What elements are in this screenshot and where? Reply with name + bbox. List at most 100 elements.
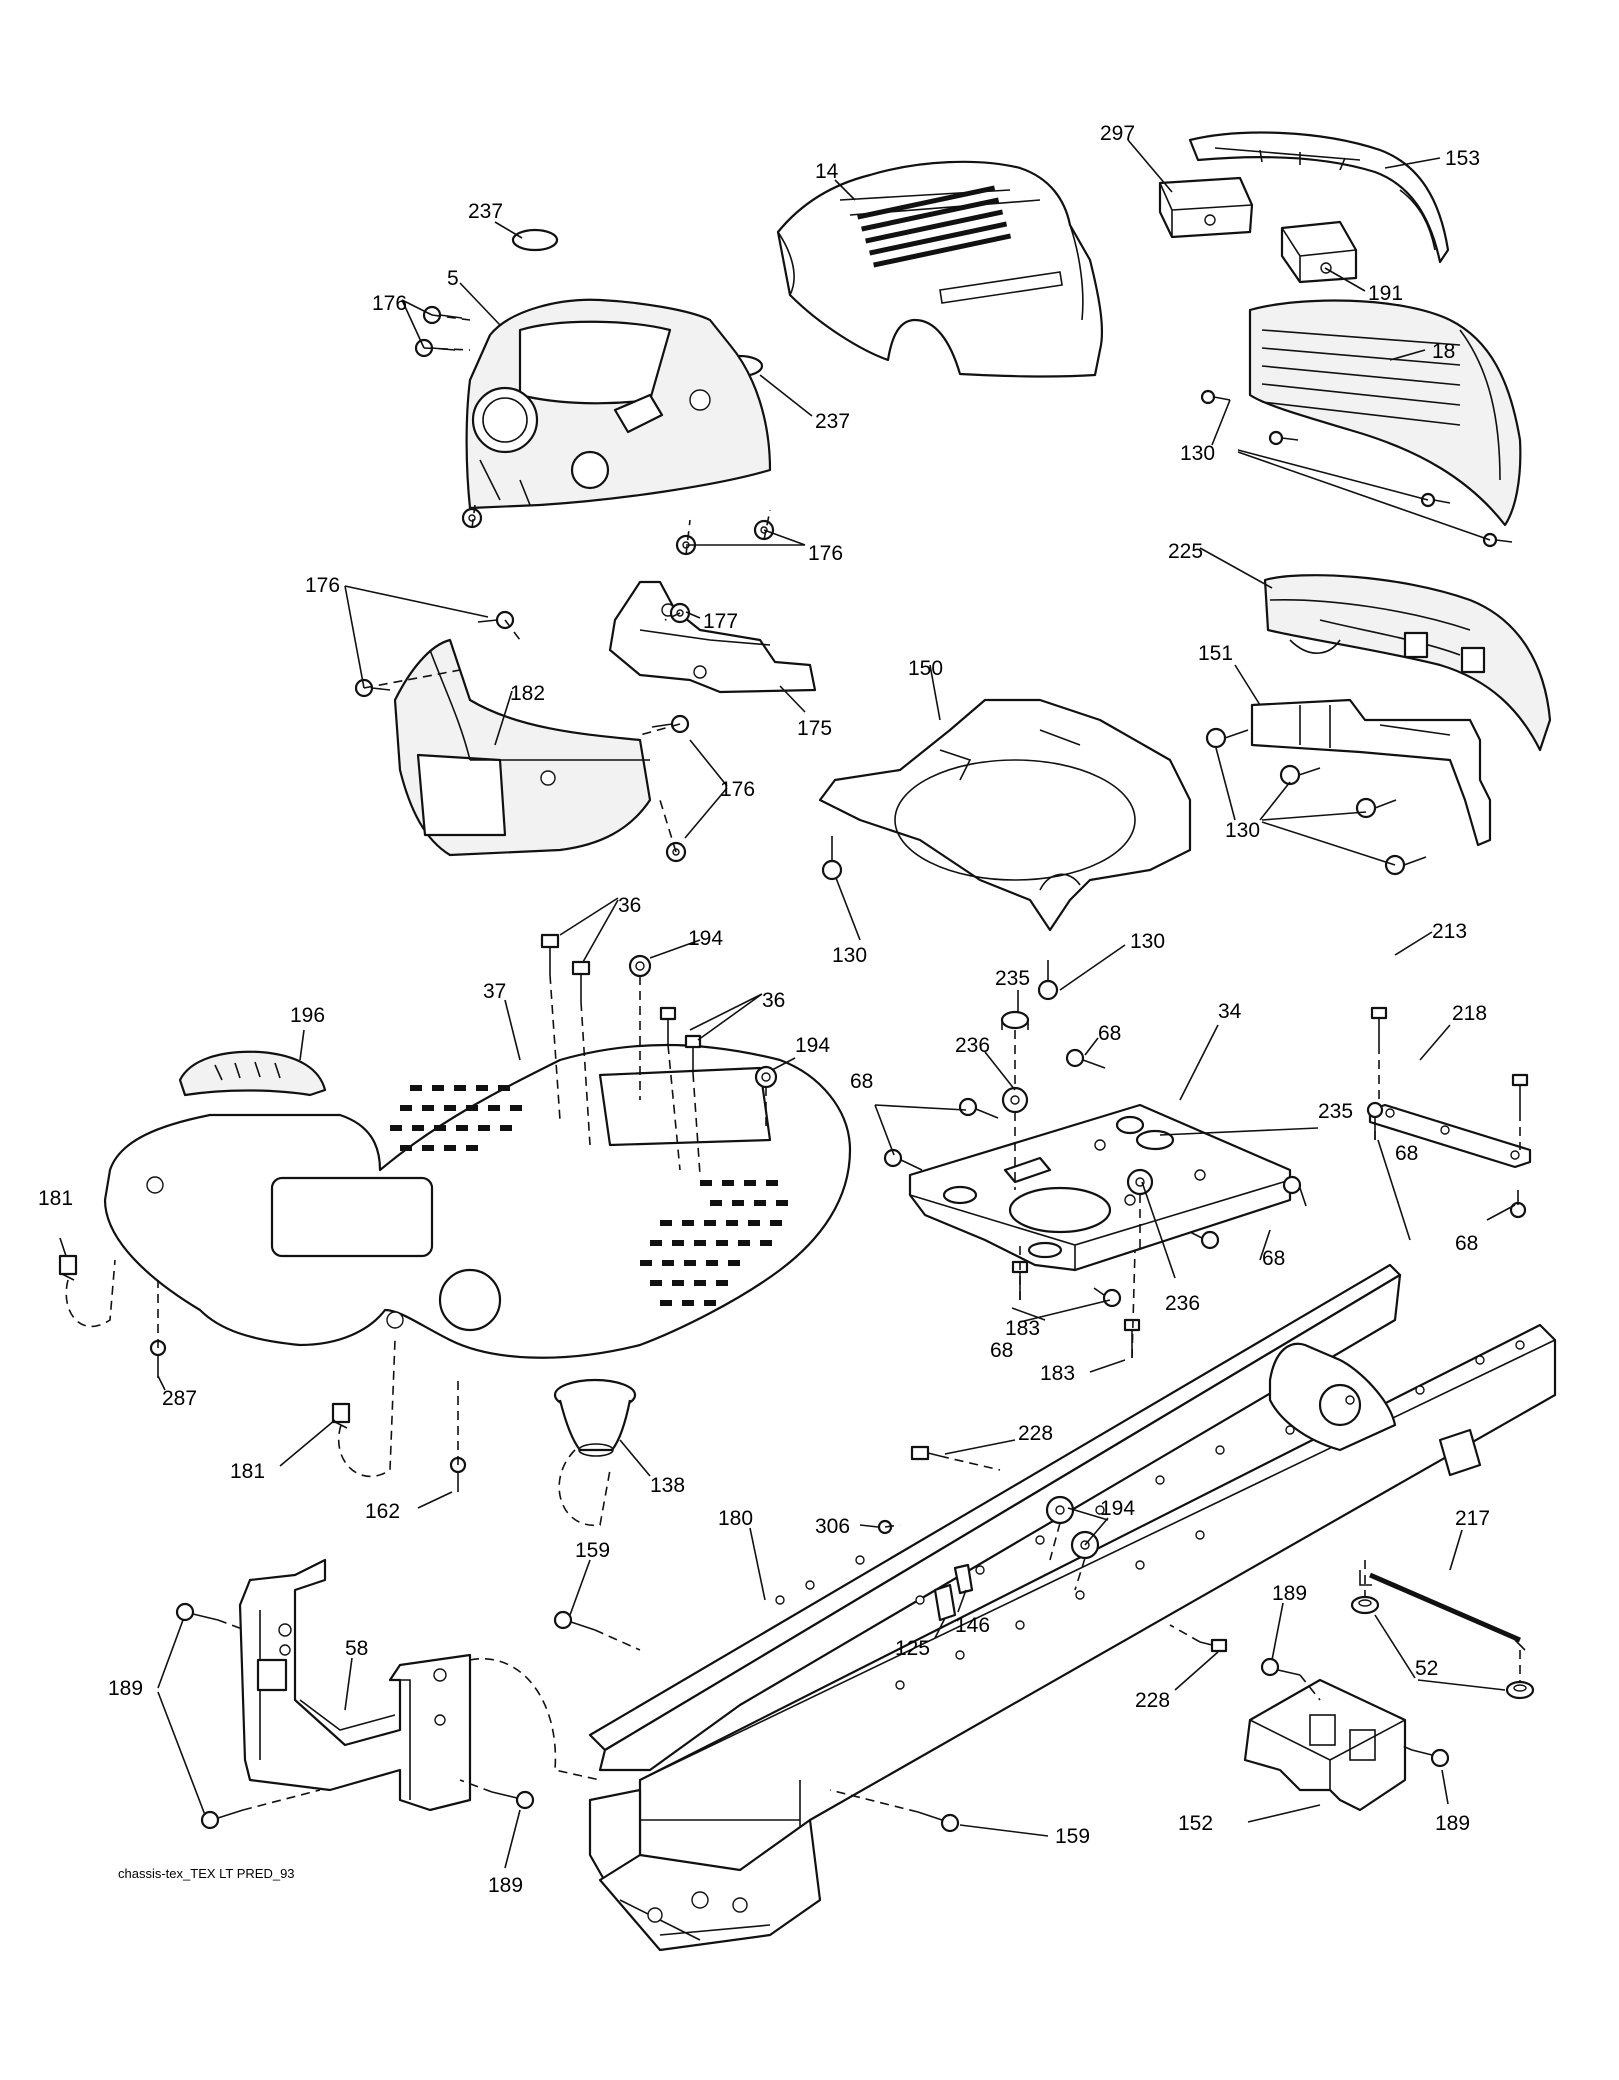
callout-225: 225	[1168, 540, 1203, 563]
bolt-213-2	[1511, 1073, 1529, 1112]
screw-189-5	[1411, 1748, 1450, 1768]
callout-138: 138	[650, 1474, 685, 1497]
callout-306: 306	[815, 1515, 850, 1538]
callout-34: 34	[1218, 1000, 1242, 1023]
fender-vents-right	[640, 1180, 788, 1306]
callout-194-b: 194	[795, 1034, 830, 1057]
lower-dash-182	[393, 638, 652, 857]
callout-68-e: 68	[1455, 1232, 1478, 1255]
hood-14	[776, 160, 1104, 378]
pin-228-2	[1199, 1638, 1228, 1653]
spacer-235-2	[1115, 1115, 1145, 1135]
bolt-68-4	[1282, 1175, 1307, 1207]
callout-146: 146	[955, 1614, 990, 1637]
screw-130-plate-2	[1037, 960, 1059, 1001]
callout-176-c: 176	[305, 574, 340, 597]
callout-68-d: 68	[1262, 1247, 1285, 1270]
screw-130-bracket-1	[1205, 727, 1249, 749]
leader-lines	[59, 139, 1516, 1869]
bolt-36-3	[659, 1006, 677, 1045]
callout-189-b: 189	[108, 1677, 143, 1700]
callout-176-a: 176	[372, 292, 407, 315]
spring-125	[933, 1583, 957, 1622]
callout-175: 175	[797, 717, 832, 740]
callout-236-a: 236	[955, 1034, 990, 1057]
bolt-68-8	[1509, 1190, 1527, 1219]
assembly-lines	[65, 314, 1521, 1813]
callout-177: 177	[703, 610, 738, 633]
screw-130-bracket-3	[1355, 797, 1397, 819]
nut-236-1	[1001, 1086, 1029, 1114]
callout-180: 180	[718, 1507, 753, 1530]
bolt-68-2	[958, 1097, 999, 1119]
screw-189-2	[200, 1809, 244, 1830]
callout-228-b: 228	[1135, 1689, 1170, 1712]
callout-130-bracket: 130	[1225, 819, 1260, 842]
callout-194-a: 194	[688, 927, 723, 950]
grille-trim-153	[1188, 131, 1450, 264]
steering-plate-34	[908, 1103, 1292, 1272]
callout-68-c: 68	[1395, 1142, 1418, 1165]
clip-181-2	[331, 1402, 351, 1429]
callout-150: 150	[908, 657, 943, 680]
callout-191: 191	[1368, 282, 1403, 305]
screw-130-grille-2	[1268, 430, 1299, 446]
callout-237-top: 237	[468, 200, 503, 223]
pin-228-1	[910, 1445, 941, 1461]
dash-panel-5	[465, 298, 772, 510]
shield-152	[1243, 1678, 1407, 1812]
screw-130-grille-1	[1200, 389, 1231, 405]
fender-vents-left	[390, 1085, 522, 1151]
screw-130-bracket-2	[1279, 764, 1321, 786]
callout-236-b: 236	[1165, 1292, 1200, 1315]
callout-153: 153	[1445, 147, 1480, 170]
callout-162: 162	[365, 1500, 400, 1523]
bracket-58	[238, 1558, 472, 1812]
bolt-68-5	[1189, 1230, 1220, 1250]
callout-181-b: 181	[230, 1460, 265, 1483]
callout-297: 297	[1100, 122, 1135, 145]
nut-194-1	[628, 954, 652, 978]
callout-36-a: 36	[618, 894, 641, 917]
callout-159-b: 159	[1055, 1825, 1090, 1848]
bolt-36-2	[571, 960, 591, 1002]
grille-18	[1248, 299, 1522, 527]
callout-183-b: 183	[1040, 1362, 1075, 1385]
callout-182: 182	[510, 682, 545, 705]
screw-176-6	[477, 610, 515, 630]
screw-176-1	[422, 305, 463, 325]
callout-194-c: 194	[1100, 1497, 1135, 1520]
screw-189-1	[175, 1602, 219, 1622]
callout-217: 217	[1455, 1507, 1490, 1530]
bolt-159-2	[917, 1811, 960, 1833]
fasteners	[58, 305, 1529, 1833]
callout-235-b: 235	[1318, 1100, 1353, 1123]
callout-287: 287	[162, 1387, 197, 1410]
spacer-235-1	[1000, 1010, 1030, 1030]
screw-130-plate-1	[821, 836, 843, 881]
bolt-36-1	[540, 933, 560, 975]
screw-189-3	[491, 1790, 535, 1810]
block-297	[1158, 176, 1254, 239]
pad-196	[178, 1050, 327, 1097]
bar-218	[1368, 1103, 1532, 1169]
bolt-68-3	[883, 1148, 923, 1171]
bumper-225	[1263, 574, 1552, 752]
callout-159-a: 159	[575, 1539, 610, 1562]
callout-125: 125	[895, 1637, 930, 1660]
callout-130-plate-right: 130	[1130, 930, 1165, 953]
callout-176-d: 176	[720, 778, 755, 801]
plug-237-top	[511, 228, 559, 252]
diagram-caption: chassis-tex_TEX LT PRED_93	[118, 1866, 295, 1881]
callout-181-a: 181	[38, 1187, 73, 1210]
callout-labels: 297 153 14 237 191 18 5 176 237 130 176 …	[38, 122, 1490, 1897]
bracket-151	[1250, 698, 1492, 847]
bolt-159-1	[553, 1610, 596, 1631]
clip-181-1	[58, 1254, 78, 1281]
callout-196: 196	[290, 1004, 325, 1027]
callout-37: 37	[483, 980, 506, 1003]
screw-130-bracket-4	[1384, 854, 1427, 876]
mount-plate-175	[608, 580, 817, 694]
callout-68-a: 68	[1098, 1022, 1121, 1045]
